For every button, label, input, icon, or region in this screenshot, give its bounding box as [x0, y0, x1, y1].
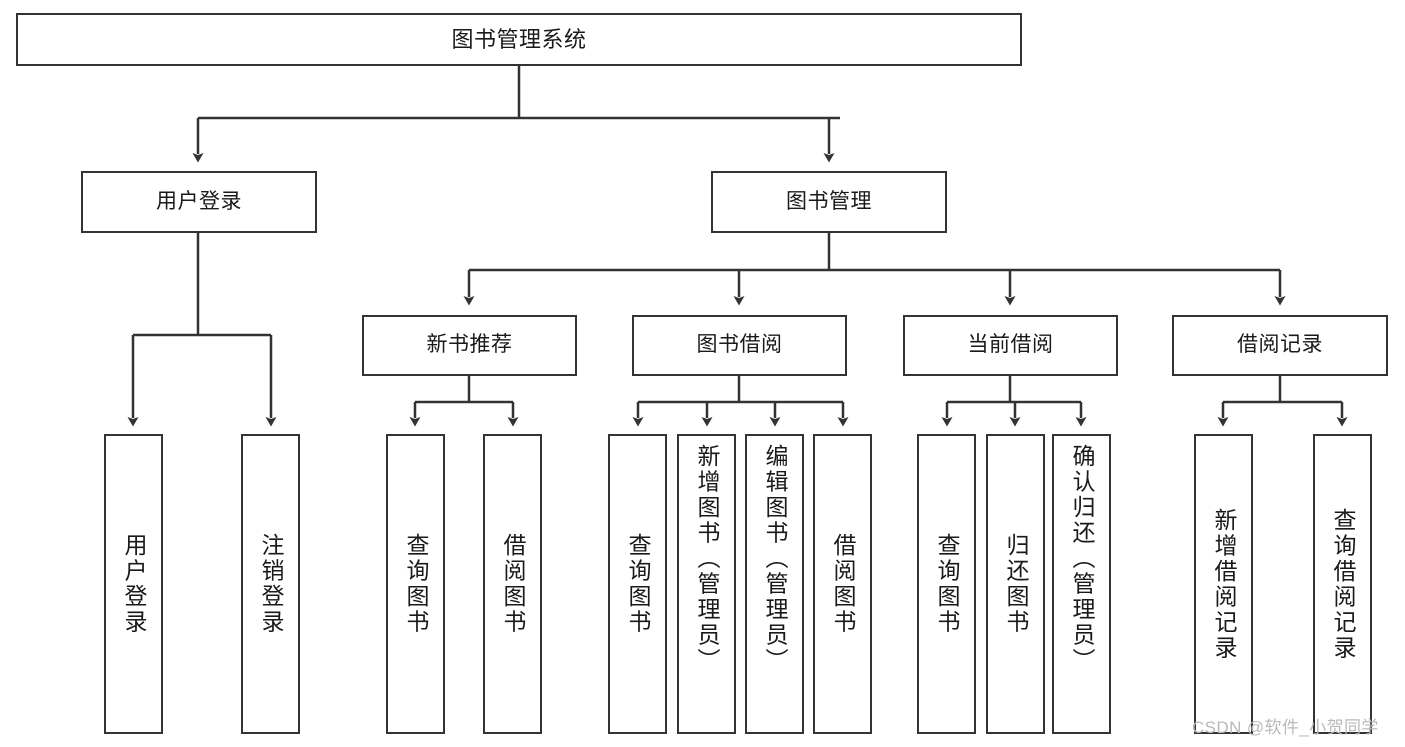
node-label: 注销登录: [258, 533, 284, 635]
node-user-login[interactable]: 用户登录: [81, 171, 317, 233]
node-label: 用户登录: [121, 533, 147, 635]
node-label: 编辑图书（管理员）: [762, 444, 788, 674]
node-leaf-logout-login[interactable]: 注销登录: [241, 434, 300, 734]
node-leaf-confirm-return[interactable]: 确认归还（管理员）: [1052, 434, 1111, 734]
node-book-borrow[interactable]: 图书借阅: [632, 315, 847, 376]
node-borrow-record[interactable]: 借阅记录: [1172, 315, 1388, 376]
node-label: 查询借阅记录: [1330, 507, 1356, 661]
node-label: 图书管理系统: [451, 26, 587, 52]
node-leaf-borrow-book-2[interactable]: 借阅图书: [813, 434, 872, 734]
node-label: 查询图书: [625, 533, 651, 635]
node-label: 确认归还（管理员）: [1069, 444, 1095, 674]
node-label: 当前借阅: [967, 333, 1054, 357]
node-leaf-query-book-1[interactable]: 查询图书: [386, 434, 445, 734]
node-label: 图书借阅: [696, 333, 783, 357]
node-leaf-add-book[interactable]: 新增图书（管理员）: [677, 434, 736, 734]
node-leaf-add-borrow-record[interactable]: 新增借阅记录: [1194, 434, 1253, 734]
node-label: 新书推荐: [426, 333, 513, 357]
node-leaf-edit-book[interactable]: 编辑图书（管理员）: [745, 434, 804, 734]
watermark-csdn: CSDN @软件_小贺同学: [1192, 718, 1379, 737]
node-label: 归还图书: [1003, 533, 1029, 635]
node-label: 图书管理: [786, 189, 872, 213]
node-label: 新增图书（管理员）: [694, 444, 720, 674]
node-label: 用户登录: [156, 189, 242, 213]
node-new-book-recommend[interactable]: 新书推荐: [362, 315, 577, 376]
node-label: 新增借阅记录: [1211, 507, 1237, 661]
node-label: 借阅记录: [1237, 333, 1323, 357]
node-leaf-user-login[interactable]: 用户登录: [104, 434, 163, 734]
node-leaf-borrow-book-1[interactable]: 借阅图书: [483, 434, 542, 734]
node-root-system[interactable]: 图书管理系统: [16, 13, 1022, 66]
node-label: 查询图书: [403, 533, 429, 635]
node-leaf-return-book[interactable]: 归还图书: [986, 434, 1045, 734]
node-current-borrow[interactable]: 当前借阅: [903, 315, 1118, 376]
node-leaf-query-book-2[interactable]: 查询图书: [608, 434, 667, 734]
node-book-manage[interactable]: 图书管理: [711, 171, 947, 233]
node-label: 查询图书: [934, 533, 960, 635]
node-label: 借阅图书: [830, 533, 856, 635]
node-leaf-query-borrow-record[interactable]: 查询借阅记录: [1313, 434, 1372, 734]
node-label: 借阅图书: [500, 533, 526, 635]
node-leaf-query-book-3[interactable]: 查询图书: [917, 434, 976, 734]
